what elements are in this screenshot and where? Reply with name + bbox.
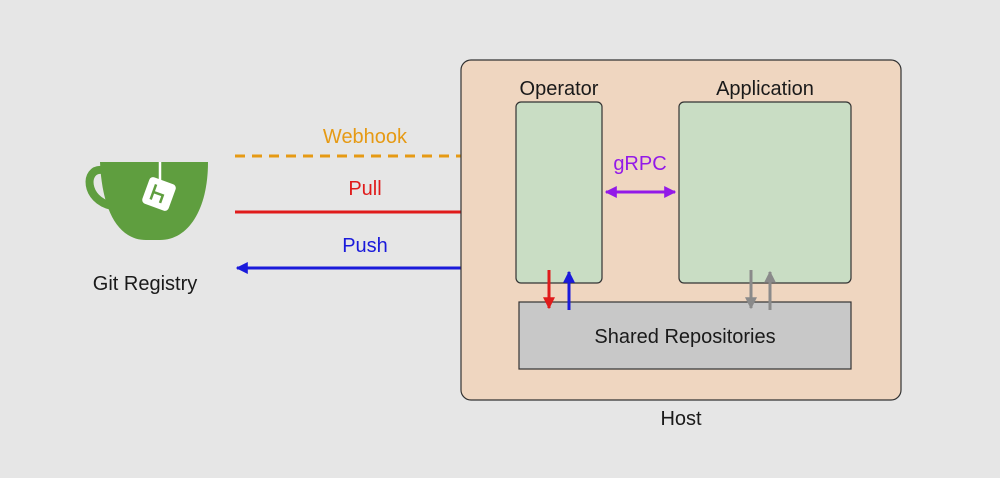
pull-label: Pull — [348, 178, 381, 200]
application-label: Application — [716, 78, 814, 100]
registry-label: Git Registry — [93, 273, 197, 295]
operator-box — [515, 101, 603, 284]
webhook-label: Webhook — [323, 126, 408, 148]
gitea-teacup-icon — [85, 162, 208, 240]
operator-label: Operator — [520, 78, 599, 100]
shared-repositories-label: Shared Repositories — [594, 326, 775, 348]
application-box — [678, 101, 852, 284]
shared-repositories-box — [518, 301, 852, 370]
host-label: Host — [660, 408, 702, 430]
push-label: Push — [342, 235, 388, 257]
grpc-label: gRPC — [613, 153, 666, 175]
